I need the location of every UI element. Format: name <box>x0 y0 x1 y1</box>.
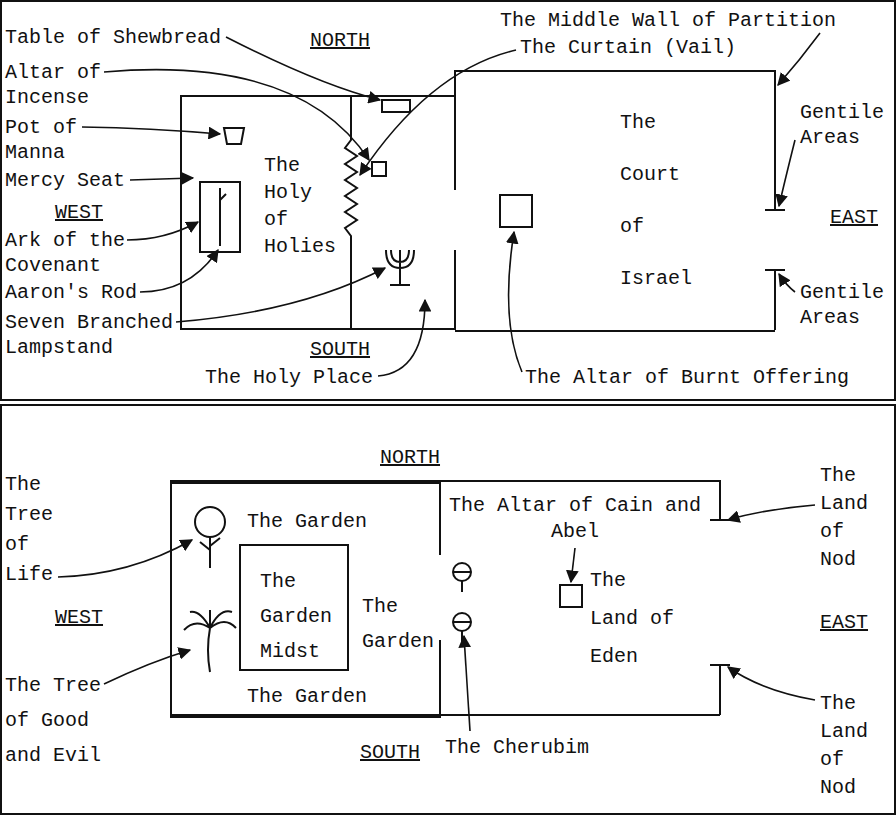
eden-east-wall <box>710 480 730 715</box>
region-label: The Holy of Holies <box>264 152 344 260</box>
leader-arrow <box>728 667 815 700</box>
tree-of-life-trunk <box>200 537 220 568</box>
callout-label: The Middle Wall of Partition <box>500 8 836 33</box>
leader-arrow <box>140 250 218 292</box>
callout-label: Seven Branched Lampstand <box>5 310 177 360</box>
garden-midst-outline <box>240 545 348 670</box>
compass-label: SOUTH <box>360 740 420 765</box>
leader-arrow <box>176 268 385 322</box>
leader-arrow <box>509 232 522 372</box>
holy-of-holies-room: The Holy of Holies <box>180 95 350 330</box>
callout-label: The Land of Nod <box>820 462 880 574</box>
burnt-offering-altar-symbol <box>500 195 532 227</box>
partition-wall <box>765 70 785 330</box>
callout-label: The Tree of Life <box>5 470 65 590</box>
callout-label: Mercy Seat <box>5 168 125 193</box>
callout-label: Altar of Incense <box>5 60 115 110</box>
lampstand-symbol <box>386 250 414 285</box>
cain-abel-altar-symbol <box>560 585 582 607</box>
region-label: The Garden Midst <box>260 564 340 669</box>
holy-place-wall <box>350 70 455 330</box>
ark-symbol <box>200 182 240 252</box>
leader-arrow <box>571 548 575 582</box>
garden-gate-wall <box>439 480 441 715</box>
shewbread-table-symbol <box>382 100 410 112</box>
manna-pot-symbol <box>224 128 244 144</box>
callout-label: The Altar of Burnt Offering <box>525 365 849 390</box>
compass-label: WEST <box>55 605 103 630</box>
compass-label: WEST <box>55 200 103 225</box>
callout-label: Gentile Areas <box>800 100 890 150</box>
leader-arrow <box>127 222 198 240</box>
rod-symbol <box>220 188 226 246</box>
garden-region: The GardenThe Garden MidstThe GardenThe … <box>170 482 441 718</box>
court-region: The Court of Israel <box>455 70 775 332</box>
callout-label: The Land of Nod <box>820 690 880 802</box>
compass-label: EAST <box>830 205 878 230</box>
callout-label: Pot of Manna <box>5 115 85 165</box>
region-label: The Court of Israel <box>620 97 700 305</box>
callout-label: The Altar of Cain and Abel <box>445 493 705 545</box>
compass-label: NORTH <box>380 445 440 470</box>
callout-label: Ark of the Covenant <box>5 228 145 278</box>
leader-arrow <box>378 300 425 376</box>
leader-arrow <box>104 650 190 684</box>
compass-label: NORTH <box>310 28 370 53</box>
leader-arrow <box>778 33 820 85</box>
tree-of-life-crown <box>195 507 225 537</box>
callout-label: Table of Shewbread <box>5 25 221 50</box>
leader-arrow <box>130 178 193 180</box>
cherub-marks <box>453 572 471 642</box>
leader-arrow <box>779 140 795 206</box>
region-label: The Garden <box>247 684 397 710</box>
region-label: The Land of Eden <box>590 562 680 676</box>
callout-label: Gentile Areas <box>800 280 890 330</box>
panel-frame <box>1 405 895 814</box>
callout-label: The Holy Place <box>205 365 373 390</box>
region-label: The Garden <box>362 589 437 659</box>
leader-arrow <box>464 636 470 731</box>
callout-label: Aaron's Rod <box>5 280 137 305</box>
callout-label: The Curtain (Vail) <box>520 35 736 60</box>
panel-frame <box>1 1 895 400</box>
incense-altar-symbol <box>372 162 386 176</box>
leader-arrow <box>779 274 795 292</box>
leader-arrow <box>360 50 516 175</box>
palm-tree-symbol <box>184 610 236 672</box>
callout-label: The Cherubim <box>445 735 589 760</box>
compass-label: SOUTH <box>310 337 370 362</box>
leader-arrow <box>104 70 369 160</box>
leader-arrow <box>82 127 220 134</box>
curtain-symbol <box>345 96 357 330</box>
region-label: The Garden <box>247 509 397 535</box>
leader-arrow <box>728 505 815 520</box>
compass-label: EAST <box>820 610 868 635</box>
callout-label: The Tree of Good and Evil <box>5 668 105 773</box>
